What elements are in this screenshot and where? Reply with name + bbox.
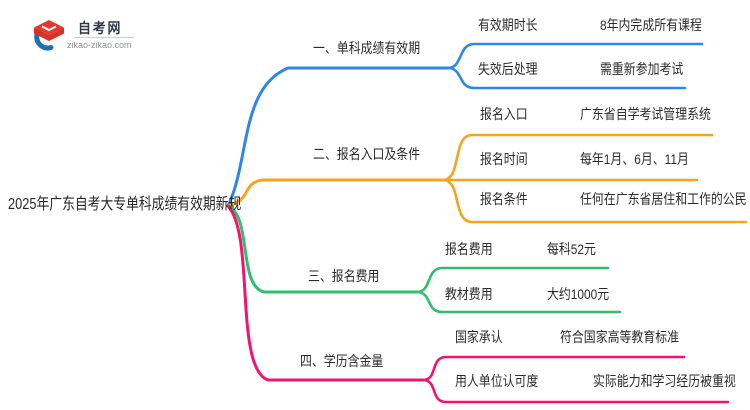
branch2-child1-value[interactable]: 广东省自学考试管理系统 [580, 106, 711, 122]
logo-domain-text: zikao-zikao.com [67, 40, 132, 50]
branch3-child2-value[interactable]: 大约1000元 [547, 286, 610, 302]
root-topic[interactable]: 2025年广东自考大专单科成绩有效期新规 [8, 196, 242, 213]
branch2-child2-value[interactable]: 每年1月、6月、11月 [580, 151, 689, 167]
branch2-child1-label[interactable]: 报名入口 [480, 106, 528, 122]
branch3-child1-label[interactable]: 报名费用 [445, 241, 493, 257]
branch3-main-line [226, 204, 419, 294]
branch3-child1-line [415, 266, 610, 294]
branch1-child1-label[interactable]: 有效期时长 [478, 17, 538, 33]
branch4-child2-label[interactable]: 用人单位认可度 [455, 373, 539, 389]
branch1-child1-value[interactable]: 8年内完成所有课程 [600, 17, 702, 33]
branch4-child1-line [421, 355, 686, 382]
branch1-main-line [226, 66, 450, 208]
branch4-lines [226, 204, 730, 404]
branch1-lines [226, 42, 704, 208]
graduation-cap-icon [34, 20, 64, 51]
branch2-child3-value[interactable]: 任何在广东省居住和工作的公民 [580, 191, 747, 207]
branch2-lines [226, 133, 748, 224]
branch2-child2-label[interactable]: 报名时间 [480, 151, 528, 167]
branch4-child2-value[interactable]: 实际能力和学习经历被重视 [593, 373, 736, 389]
branch4-child2-line [421, 378, 730, 404]
branch2-main-line [226, 178, 445, 208]
branch3-lines [226, 204, 622, 314]
branch1-label[interactable]: 一、单科成绩有效期 [313, 40, 421, 56]
site-logo: 自考网 zikao-zikao.com [30, 14, 150, 58]
branch3-child2-line [415, 290, 622, 314]
logo-site-name: 自考网 [78, 20, 123, 36]
branch4-main-line [226, 204, 425, 382]
branch1-child1-line [446, 42, 704, 70]
branch3-child2-label[interactable]: 教材费用 [445, 286, 493, 302]
branch3-label[interactable]: 三、报名费用 [308, 268, 380, 284]
branch4-child1-value[interactable]: 符合国家高等教育标准 [560, 329, 679, 345]
branch2-child1-line [441, 133, 714, 182]
logo-divider [74, 37, 134, 38]
branch2-child3-line [441, 178, 748, 224]
branch1-child2-line [446, 66, 687, 90]
branch4-label[interactable]: 四、学历含金量 [300, 353, 384, 369]
branch1-child2-label[interactable]: 失效后处理 [478, 61, 538, 77]
branch3-child1-value[interactable]: 每科52元 [547, 241, 596, 257]
branch2-child3-label[interactable]: 报名条件 [480, 191, 528, 207]
branch1-child2-value[interactable]: 需重新参加考试 [600, 61, 684, 77]
branch2-label[interactable]: 二、报名入口及条件 [313, 146, 421, 162]
branch4-child1-label[interactable]: 国家承认 [455, 329, 503, 345]
